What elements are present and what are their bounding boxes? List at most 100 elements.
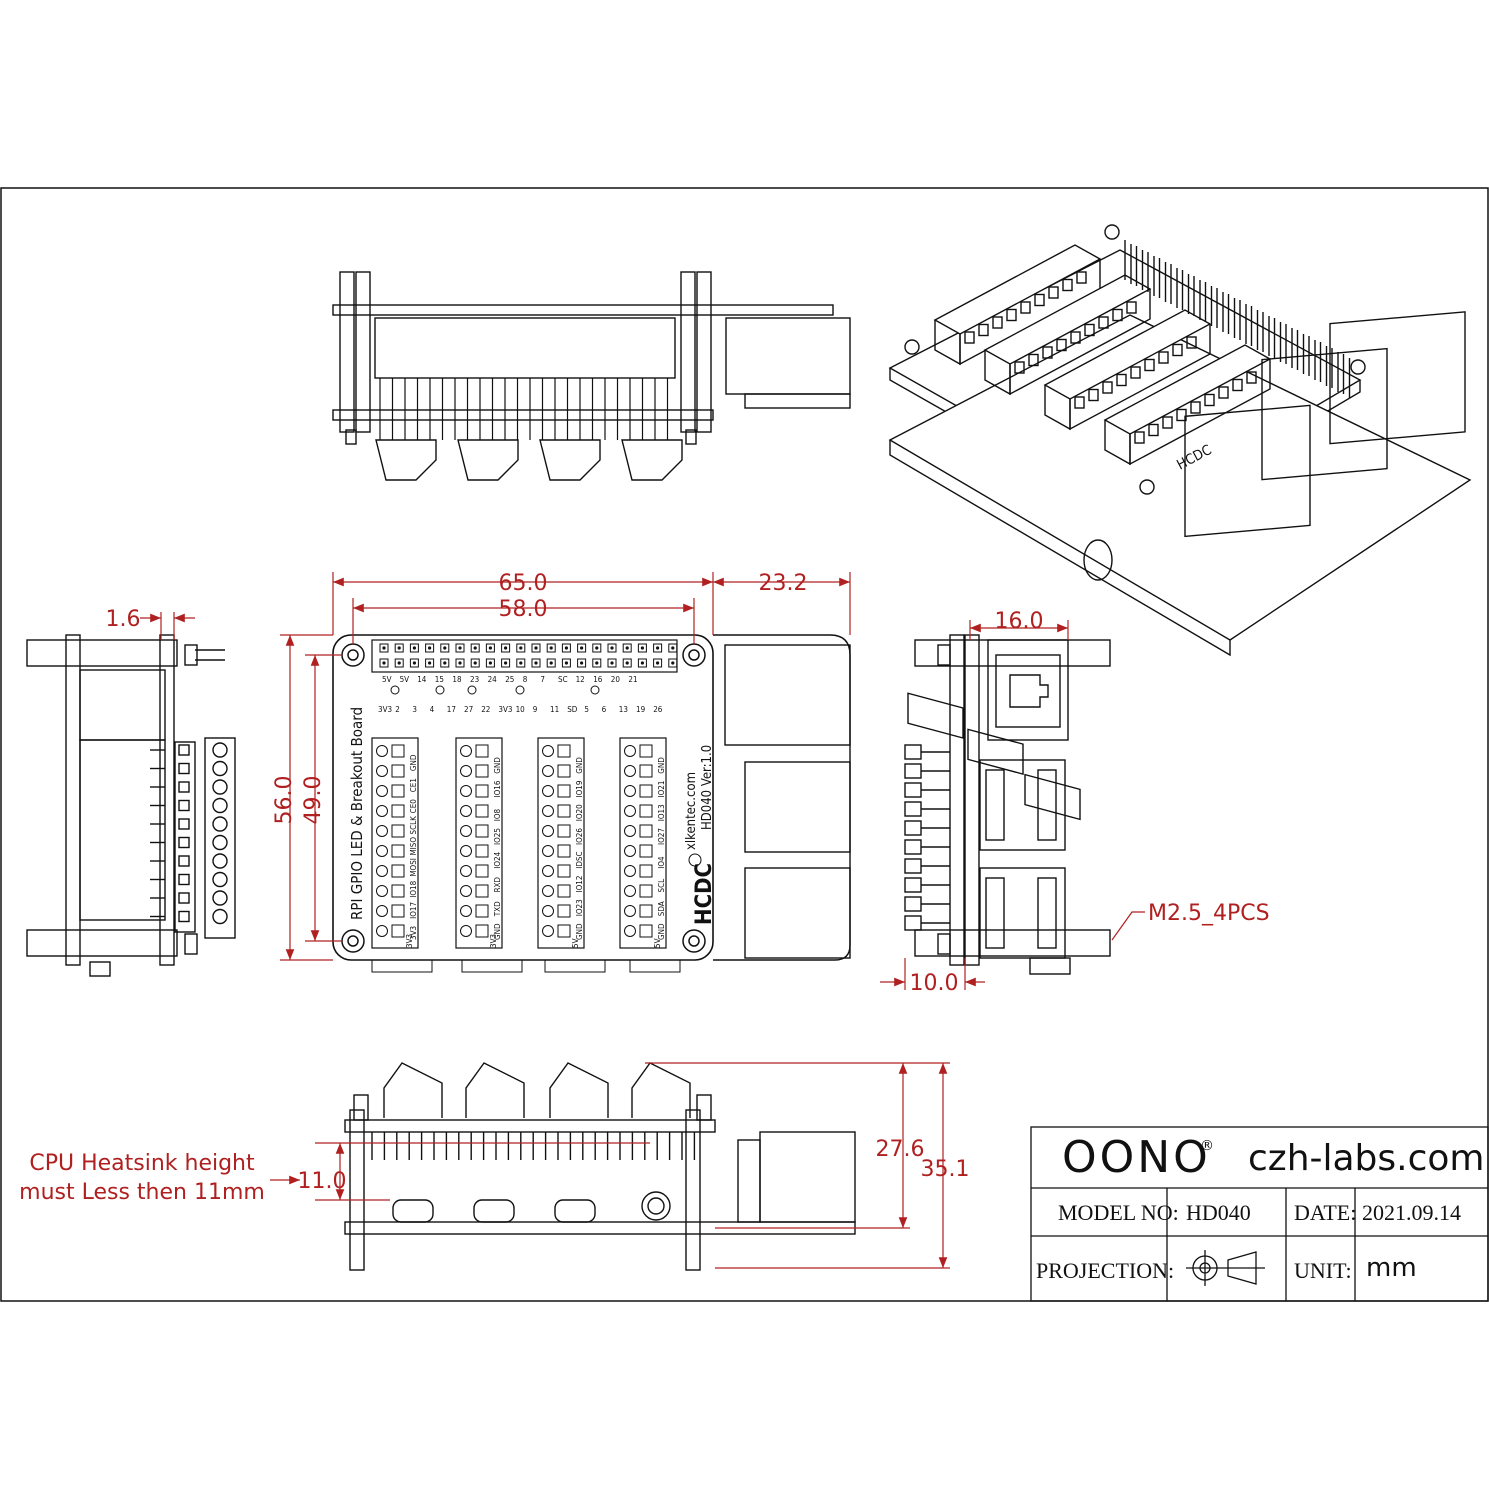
terminal-led: [391, 784, 405, 798]
terminal-label: IO26: [575, 828, 584, 845]
header-pin-dot: [519, 661, 523, 665]
header-pin-dot: [534, 646, 538, 650]
iso-screw: [1190, 401, 1201, 414]
terminal-label: IO13: [657, 804, 666, 821]
terminal-label: IO8: [493, 808, 502, 821]
side-screw: [212, 890, 228, 906]
iso-screw: [1076, 271, 1087, 284]
iso-terminal-block: [1103, 344, 1272, 466]
model-value: HD040: [1186, 1200, 1251, 1225]
header-pin-dot: [564, 646, 569, 650]
terminal-led: [639, 864, 653, 878]
terminal-label: GND: [493, 923, 502, 940]
iso-screw: [1204, 393, 1215, 407]
terminal-blocks: 3V3IO17IO18MOSIMISOSCLKCE0CE1GND3V3GNDTX…: [371, 737, 667, 949]
right-dimensions: [880, 620, 1145, 990]
header-pin: [409, 643, 419, 653]
dim-header-depth: 10.0: [910, 971, 959, 996]
header-pin-dot: [519, 646, 523, 650]
side-led: [178, 799, 190, 812]
iso-screw: [1112, 308, 1123, 322]
header-pin: [455, 658, 465, 668]
header-pin-dot: [488, 646, 492, 650]
header-pin: [531, 658, 541, 668]
terminal-led: [475, 884, 489, 898]
terminal-screw: [376, 765, 388, 777]
header-label-top: 20: [611, 675, 621, 684]
side-screw: [212, 797, 228, 814]
side-screw: [212, 871, 228, 888]
side-terminal: [904, 820, 922, 836]
terminal-screw: [376, 925, 388, 937]
iso-screw: [1186, 336, 1197, 349]
dim-width: 65.0: [499, 571, 548, 596]
header-label-top: 21: [628, 675, 637, 684]
brand-website: czh-labs.com: [1248, 1138, 1485, 1179]
header-pin: [470, 658, 480, 668]
projection-symbol: [1186, 1250, 1265, 1286]
terminal-led: [557, 864, 571, 878]
header-pin: [379, 643, 389, 653]
registered-mark: ®: [1200, 1138, 1214, 1154]
terminal-label: IO19: [575, 780, 584, 797]
iso-screw: [1162, 416, 1173, 429]
header-pin-dot: [473, 661, 477, 665]
terminal-label: SDA: [657, 901, 666, 916]
terminal-screw: [542, 765, 554, 777]
terminal-screw: [376, 825, 388, 837]
header-pin: [668, 643, 678, 653]
header-pin-dot: [488, 661, 492, 665]
terminal-label: IO18: [409, 880, 418, 897]
unit-label: UNIT:: [1294, 1258, 1352, 1283]
terminal-label: IO12: [575, 876, 584, 893]
gpio-header: [371, 639, 678, 673]
header-pin: [409, 658, 419, 668]
terminal-screw: [542, 785, 554, 797]
header-label-top: 15: [435, 675, 444, 684]
terminal-led: [475, 764, 489, 778]
date-label: DATE:: [1294, 1200, 1356, 1225]
header-label-bottom: 9: [533, 705, 538, 714]
iso-screw: [1218, 386, 1229, 399]
terminal-screw: [376, 845, 388, 857]
terminal-led: [557, 824, 571, 838]
side-screw: [212, 816, 228, 832]
header-pin: [561, 658, 571, 668]
projection-label: PROJECTION:: [1036, 1258, 1174, 1283]
side-terminal: [904, 839, 922, 855]
terminal-bottom-label: 3V3: [489, 934, 498, 948]
left-dimensions: [140, 612, 195, 640]
header-pin: [425, 643, 435, 653]
terminal-screw: [624, 885, 636, 897]
terminal-led: [391, 824, 405, 838]
terminal-led: [475, 844, 489, 858]
iso-screw: [1102, 381, 1113, 394]
dim-height: 56.0: [272, 776, 297, 825]
iso-screw: [964, 331, 975, 344]
iso-screw: [1048, 286, 1059, 299]
header-pin-dot: [534, 661, 538, 665]
iso-screw: [1116, 373, 1127, 387]
iso-screw: [1070, 331, 1081, 344]
terminal-led: [557, 804, 571, 818]
terminal-led: [391, 904, 405, 918]
header-pin: [607, 658, 617, 668]
terminal-screw: [460, 805, 472, 817]
terminal-screw: [460, 925, 472, 937]
terminal-screw: [542, 825, 554, 837]
terminal-label: IO27: [657, 828, 666, 845]
side-terminal: [904, 801, 922, 817]
iso-screw: [1074, 396, 1085, 409]
iso-screw: [1006, 308, 1017, 322]
header-label-top: 5V: [400, 675, 410, 684]
side-led: [178, 910, 190, 923]
board-version: HD040 Ver:1.0: [700, 745, 715, 830]
side-screw: [212, 908, 228, 925]
led-row: [390, 685, 600, 695]
terminal-led: [557, 744, 571, 758]
terminal-led: [475, 804, 489, 818]
terminal-led: [391, 924, 405, 938]
terminal-screw: [542, 845, 554, 857]
header-pin: [653, 658, 663, 668]
